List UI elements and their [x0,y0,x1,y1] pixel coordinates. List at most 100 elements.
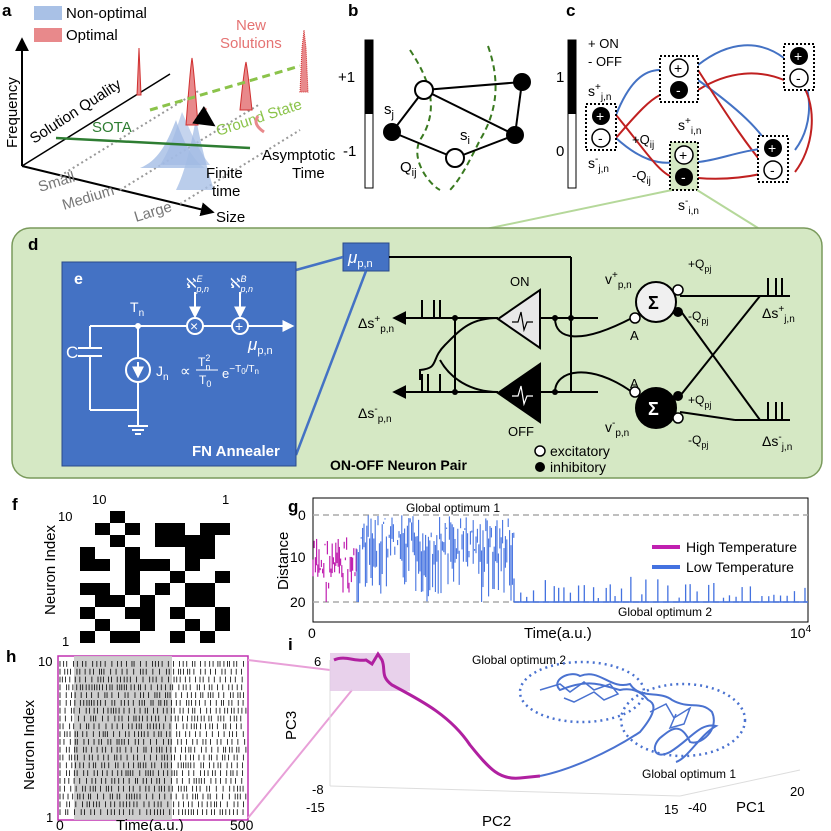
v-plus: v+p,n [605,270,632,291]
matrix-cell [125,583,140,595]
matrix-cell [155,535,170,547]
matrix-cell [200,547,215,559]
pc3-tick-minus8: -8 [312,782,324,797]
scale-one: 1 [556,69,564,86]
legend-excitatory: excitatory [550,443,610,459]
panel-h-label: h [6,647,16,666]
t-label: Tn [130,299,144,319]
node-5 [506,126,524,144]
h-xtick-500: 500 [230,817,254,831]
q-plus-top: +Qpj [688,257,711,274]
matrix-cell [185,595,200,607]
ground-state-label: Ground State [214,96,304,140]
axis-frequency: Frequency [4,77,21,148]
panel-e-background [61,261,297,467]
svg-text:Σ: Σ [648,399,659,419]
panel-c: c 1 0 + ON - OFF + - + - + [394,1,815,249]
legend-non-optimal-swatch [34,6,62,20]
raster-highlight [74,656,172,820]
optimum-1-ellipse [619,682,747,758]
high-temp-trajectory [333,651,541,780]
label-qij: Qij [400,159,417,179]
matrix-cell [200,631,215,643]
matrix-cell [140,607,155,619]
panel-a: a Non-optimal Optimal Frequency Solution… [2,1,336,226]
distance-trace [312,515,808,603]
label-s-jn-minus: s-j,n [588,154,609,175]
matrix-cell [200,523,215,535]
node-4 [513,73,531,91]
pc1-tick-20: 20 [790,784,804,799]
matrix-cell [185,619,200,631]
ds-p-plus: Δs+p,n [358,314,394,335]
matrix-cell [110,511,125,523]
f-ylabel: Neuron Index [42,524,59,615]
label-si: si [460,127,470,147]
a-minus: A [630,376,639,391]
panel-c-label: c [566,1,575,20]
matrix-cell [140,595,155,607]
g-xtick-max: 104 [790,624,812,641]
g-xtick-0: 0 [308,625,316,641]
matrix-cell [140,559,155,571]
finite-time-line1: Finite [206,165,243,182]
q-plus-bottom: +Qpj [688,393,711,410]
svg-text:Σ: Σ [648,293,659,313]
matrix-cell [125,607,140,619]
g-ytick-0: 0 [298,507,306,523]
svg-text:-: - [770,162,775,178]
matrix-cell [185,583,200,595]
legend-non-optimal: Non-optimal [66,5,147,22]
fn-annealer-title: FN Annealer [192,443,280,460]
q-minus-top: -Qpj [688,309,708,326]
new-solutions-line2: Solutions [220,35,282,52]
matrix-cell [140,619,155,631]
node-sj [383,123,401,141]
label-q-minus: -Qij [632,168,651,187]
q-minus-bottom: -Qpj [688,433,708,450]
matrix-cell [80,607,95,619]
size-large: Large [132,198,174,225]
spin-scale-bar [364,39,374,189]
mu-label: μp,n [347,248,373,270]
pc3-tick-6: 6 [314,654,321,669]
pc2-tick-minus15: -15 [306,800,325,815]
mu-box [342,242,390,272]
matrix-cell [215,619,230,631]
legend-optimal-swatch [34,28,62,42]
matrix-cell [80,583,95,595]
mu-output: μp,n [247,335,273,357]
matrix-cell [110,595,125,607]
j-label: Jn [156,363,169,383]
matrix-cell [125,523,140,535]
size-small: Small [36,169,77,196]
ds-p-minus: Δs-p,n [358,404,392,425]
g-ytick-10: 10 [290,549,306,565]
off-label: OFF [508,424,534,439]
panel-f-label: f [12,495,18,514]
panel-d-label: d [28,235,38,254]
matrix-cell [170,523,185,535]
h-ylabel: Neuron Index [21,699,38,790]
matrix-cell [185,559,200,571]
matrix-cell [185,547,200,559]
g-xlabel: Time(a.u.) [524,625,592,642]
panel-b-label: b [348,1,358,20]
g-ytick-20: 20 [290,594,306,610]
exp-term: e−T0/Tn [222,364,259,381]
panel-i-label: i [288,635,293,654]
axis-time: Time [292,165,325,182]
matrix-cell [170,571,185,583]
a-plus: A [630,328,639,343]
matrix-cell [170,607,185,619]
g-legend-low: Low Temperature [686,559,794,575]
sigma-minus [635,387,677,429]
panel-e-label: e [74,271,83,288]
panel-b: b +1 -1 sj si Qij [338,1,531,191]
i-optimum-1: Global optimum 1 [642,767,736,781]
scale-zero: 0 [556,143,564,160]
